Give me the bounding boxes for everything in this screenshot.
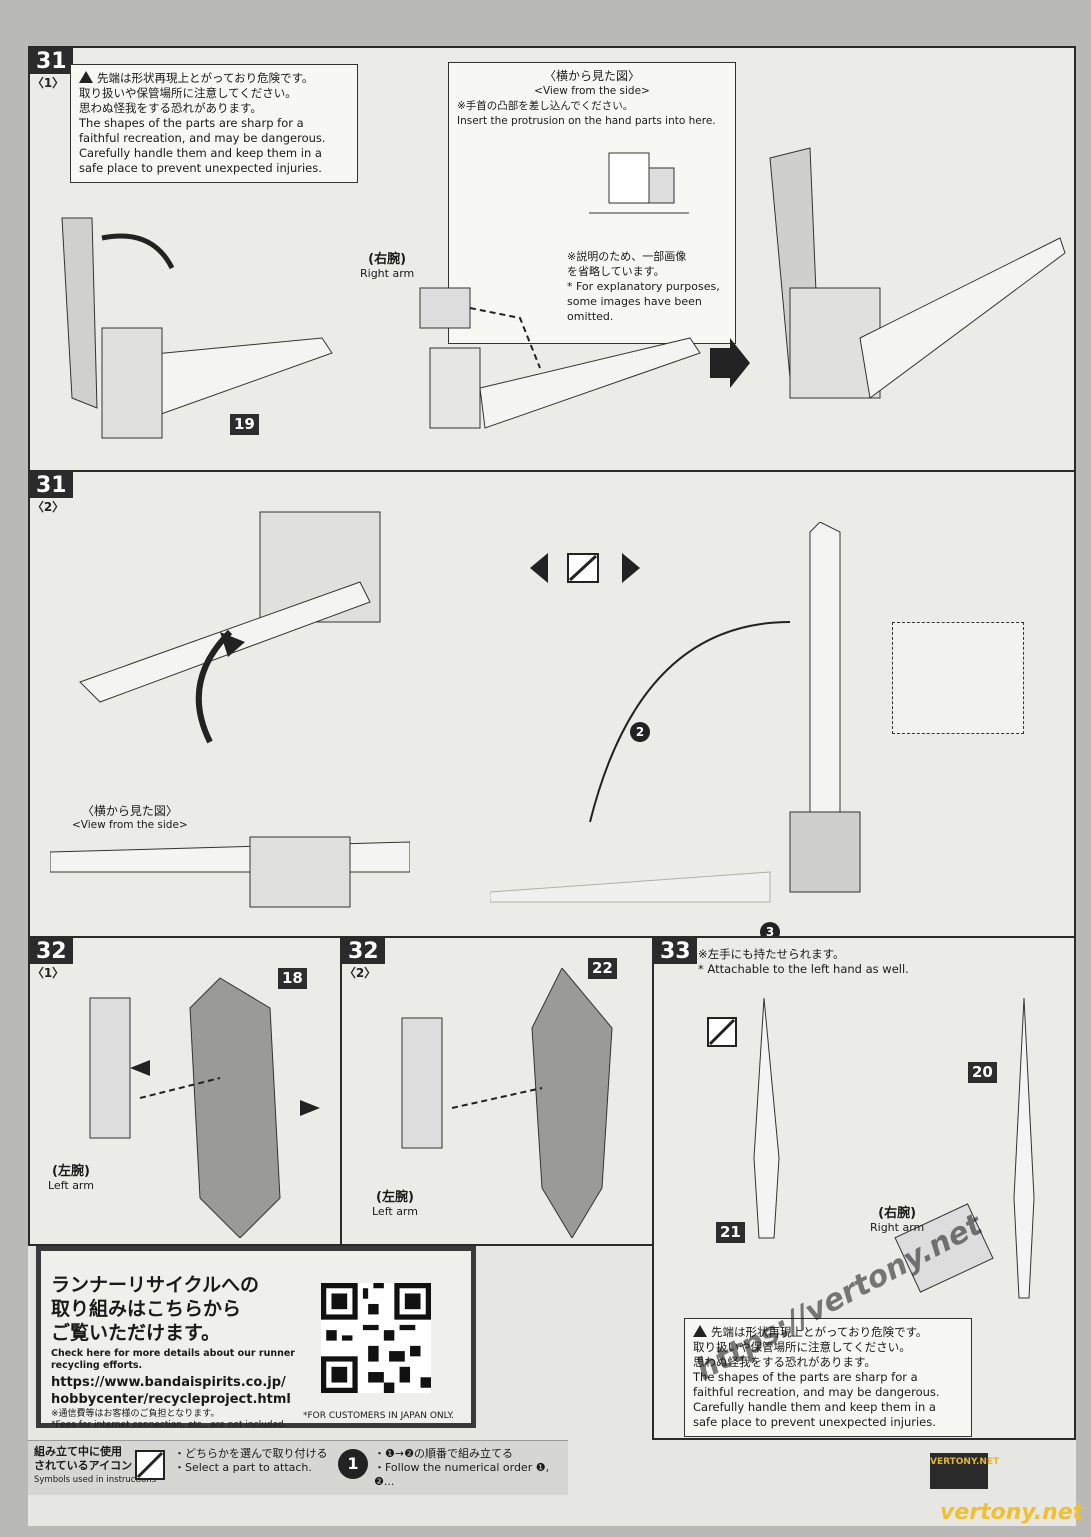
side-view-title: 〈横から見た図〉 [81,804,178,818]
left-hand-note-en: * Attachable to the left hand as well. [698,962,909,976]
recycle-title: ランナーリサイクルへの 取り組みはこちらから ご覧いただけます。 [51,1274,260,1344]
next-arrow-icon [710,338,750,388]
watermark-site: vertony.net [940,1500,1084,1525]
right-arm-label: (右腕) [368,252,407,267]
insert-note-en: Insert the protrusion on the hand parts … [457,115,716,127]
left-arm-label: (左腕) [376,1190,414,1205]
right-arm-label-en: Right arm [870,1221,925,1234]
fee-note: ※通信費等はお客様のご負担となります。 *Fees for internet c… [51,1409,287,1430]
part-number-20: 20 [968,1062,997,1083]
select-part-icon [530,553,640,583]
runner-recycle-box: ランナーリサイクルへの 取り組みはこちらから ご覧いただけます。 Check h… [36,1246,476,1430]
order-step-3: 3 [760,922,780,936]
legend-order-text: ・❶→❷の順番で組み立てる ・Follow the numerical orde… [374,1447,550,1488]
step-number: 31 [30,472,73,498]
left-hand-note: ※左手にも持たせられます。 [698,947,845,961]
part-number-22: 22 [588,958,617,979]
recycle-en-text: Check here for more details about our ru… [51,1348,295,1371]
right-arm-label: (右腕) [878,1206,917,1221]
part-number-19: 19 [230,414,259,435]
side-view-sword-diagram [50,836,410,908]
detail-inset [892,622,1024,734]
step-31-2-panel: 31 〈2〉 〈横から見た図〉 <View from the side> 1 [28,470,1076,938]
left-arm-label-en: Left arm [48,1179,94,1192]
step-sub-number: 〈1〉 [31,76,65,90]
side-view-box: 〈横から見た図〉 <View from the side> ※手首の凸部を差し込… [448,62,736,344]
sharp-warning-box: 先端は形状再現上とがっており危険です。 取り扱いや保管場所に注意してください。 … [70,64,358,183]
japan-only-note: *FOR CUSTOMERS IN JAPAN ONLY. [303,1411,454,1421]
step-number: 33 [654,938,697,964]
step-31-1-panel: 31 〈1〉 先端は形状再現上とがっており危険です。 取り扱いや保管場所に注意し… [28,46,1076,472]
insert-note: ※手首の凸部を差し込んでください。 [457,100,634,112]
warning-icon [693,1325,707,1337]
right-arm-label-en: Right arm [360,267,415,280]
qr-code-icon[interactable] [321,1283,431,1393]
symbols-legend: 組み立て中に使用 されているアイコン Symbols used in instr… [28,1440,568,1495]
legend-heading: 組み立て中に使用 されているアイコン Symbols used in instr… [34,1445,157,1485]
order-step-2: 2 [630,722,650,742]
side-view-title: 〈横から見た図〉 [543,69,640,83]
side-view-title-en: <View from the side> [534,85,650,97]
numerical-order-icon: 1 [338,1449,368,1479]
sword-with-guard-diagram [61,217,333,439]
legend-select-text: ・どちらかを選んで取り付ける ・Select a part to attach. [174,1447,328,1474]
manual-page: 31 〈1〉 先端は形状再現上とがっており危険です。 取り扱いや保管場所に注意し… [28,46,1076,1526]
left-arm-label-en: Left arm [372,1205,418,1218]
part-number-18: 18 [278,968,307,989]
wrist-joint-diagram [589,152,689,214]
step-number: 32 [342,938,385,964]
vertony-logo: VERTONY.NET [930,1453,999,1489]
step-32-1-panel: 32 〈1〉 18 (左腕) Left arm [28,936,342,1246]
part-number-21: 21 [716,1222,745,1243]
sword-rotate-diagram [79,511,381,744]
step-33-panel: 33 ※左手にも持たせられます。 * Attachable to the lef… [652,936,1076,1440]
step-number: 31 [30,48,73,74]
step-sub-number: 〈1〉 [31,966,65,980]
step-sub-number: 〈2〉 [343,966,377,980]
warning-icon [79,71,93,83]
sharp-warning-box: 先端は形状再現上とがっており危険です。 取り扱いや保管場所に注意してください。 … [684,1318,972,1437]
step-number: 32 [30,938,73,964]
left-arm-label: (左腕) [52,1164,90,1179]
select-part-icon [135,1450,165,1480]
assembled-sword-diagram [769,147,1066,399]
rotated-sword-diagram [490,522,861,903]
step-sub-number: 〈2〉 [31,500,65,514]
sword-hand-diagram [419,287,701,429]
recycle-url[interactable]: https://www.bandaispirits.co.jp/ hobbyce… [51,1375,291,1407]
shield-attach-diagram-2 [401,968,613,1238]
step-32-2-panel: 32 〈2〉 22 (左腕) Left arm [340,936,654,1246]
omit-note: ※説明のため、一部画像 [567,250,687,263]
side-view-title-en: <View from the side> [72,819,188,831]
select-part-icon [707,1017,737,1047]
dagger-parts-diagram [753,998,1035,1299]
shield-attach-diagram [89,977,320,1238]
